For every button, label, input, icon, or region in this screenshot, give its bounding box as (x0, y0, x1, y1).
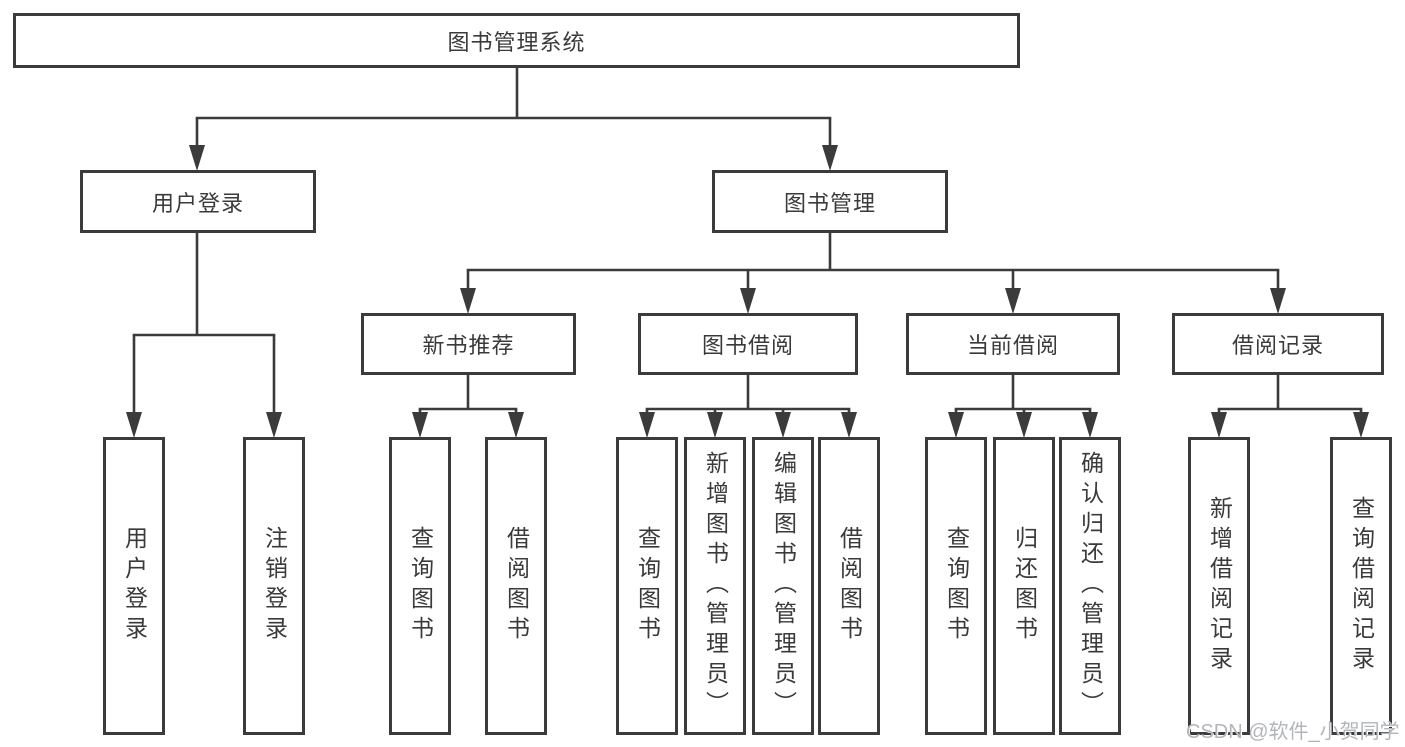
leaf-add-borrow-record: 新增借阅记录 (1188, 437, 1250, 735)
node-label: 图书借阅 (701, 333, 794, 358)
node-root: 图书管理系统 (13, 13, 1020, 68)
leaf-confirm-return-admin: 确认归还（管理员） (1059, 437, 1121, 735)
node-book-borrowing: 图书借阅 (638, 313, 858, 375)
leaf-label: 新增图书（管理员） (702, 451, 729, 721)
node-label: 用户登录 (151, 190, 244, 216)
leaf-add-books-admin: 新增图书（管理员） (684, 437, 746, 735)
leaf-borrow-books-borrowing: 借阅图书 (818, 437, 880, 735)
leaf-label: 借阅图书 (836, 526, 863, 646)
leaf-label: 查询图书 (407, 526, 434, 646)
leaf-label: 编辑图书（管理员） (770, 451, 797, 721)
node-label: 图书管理 (783, 190, 876, 216)
leaf-query-books-current: 查询图书 (925, 437, 987, 735)
leaf-query-books-recommend: 查询图书 (389, 437, 451, 735)
node-user-login: 用户登录 (80, 170, 316, 233)
leaf-label: 查询借阅记录 (1348, 496, 1375, 676)
node-root-label: 图书管理系统 (447, 29, 586, 55)
arrowheads (126, 145, 1369, 438)
leaf-label: 用户登录 (121, 526, 148, 646)
leaf-user-login: 用户登录 (103, 437, 165, 735)
node-label: 当前借阅 (966, 333, 1059, 358)
leaf-label: 借阅图书 (503, 526, 530, 646)
node-label: 新书推荐 (422, 333, 515, 358)
leaf-edit-books-admin: 编辑图书（管理员） (752, 437, 814, 735)
node-label: 借阅记录 (1231, 333, 1324, 358)
leaf-label: 查询图书 (634, 526, 661, 646)
leaf-label: 注销登录 (261, 526, 288, 646)
leaf-borrow-books-recommend: 借阅图书 (485, 437, 547, 735)
leaf-query-books-borrowing: 查询图书 (616, 437, 678, 735)
leaf-label: 归还图书 (1011, 526, 1038, 646)
watermark: CSDN @软件_小贺同学 (1186, 721, 1400, 743)
node-new-book-recommend: 新书推荐 (361, 313, 576, 375)
leaf-label: 查询图书 (943, 526, 970, 646)
leaf-logout-login: 注销登录 (243, 437, 305, 735)
leaf-label: 新增借阅记录 (1206, 496, 1233, 676)
leaf-label: 确认归还（管理员） (1077, 451, 1104, 721)
node-book-management: 图书管理 (712, 170, 948, 233)
node-current-borrowing: 当前借阅 (906, 313, 1120, 375)
leaf-query-borrow-record: 查询借阅记录 (1330, 437, 1392, 735)
leaf-return-books: 归还图书 (993, 437, 1055, 735)
node-borrowing-records: 借阅记录 (1172, 313, 1384, 375)
